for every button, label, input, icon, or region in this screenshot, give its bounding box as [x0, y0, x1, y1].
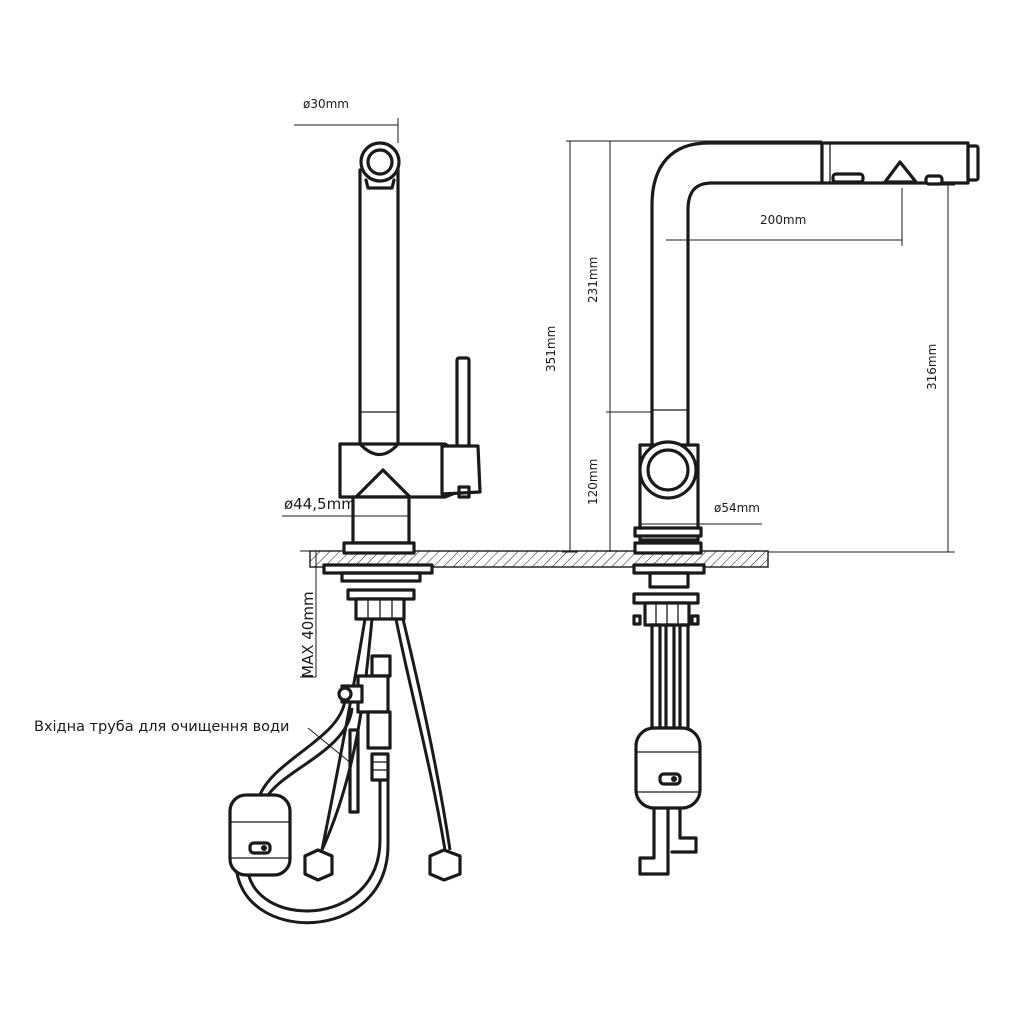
front-view-faucet	[228, 141, 482, 925]
dim-height-351: 351mm	[544, 326, 558, 372]
front-view-dimensions: ø30mm ø44,5mm MAX 40mm Вхідна труба для …	[34, 97, 410, 765]
countertop-section	[309, 550, 769, 568]
side-view-dimensions: 351mm 231mm 120mm 200mm 316mm ø54mm	[544, 140, 955, 553]
dim-diameter-54: ø54mm	[714, 501, 760, 515]
inlet-callout-label: Вхідна труба для очищення води	[34, 719, 289, 735]
dim-height-231: 231mm	[586, 257, 600, 303]
dim-length-200: 200mm	[760, 213, 806, 227]
dim-diameter-44: ø44,5mm	[284, 495, 356, 513]
dim-height-120: 120mm	[586, 459, 600, 505]
dim-height-316: 316mm	[925, 344, 939, 390]
side-view-faucet	[632, 141, 980, 876]
dim-diameter-30: ø30mm	[303, 97, 349, 111]
dim-max-40: MAX 40mm	[299, 591, 317, 678]
